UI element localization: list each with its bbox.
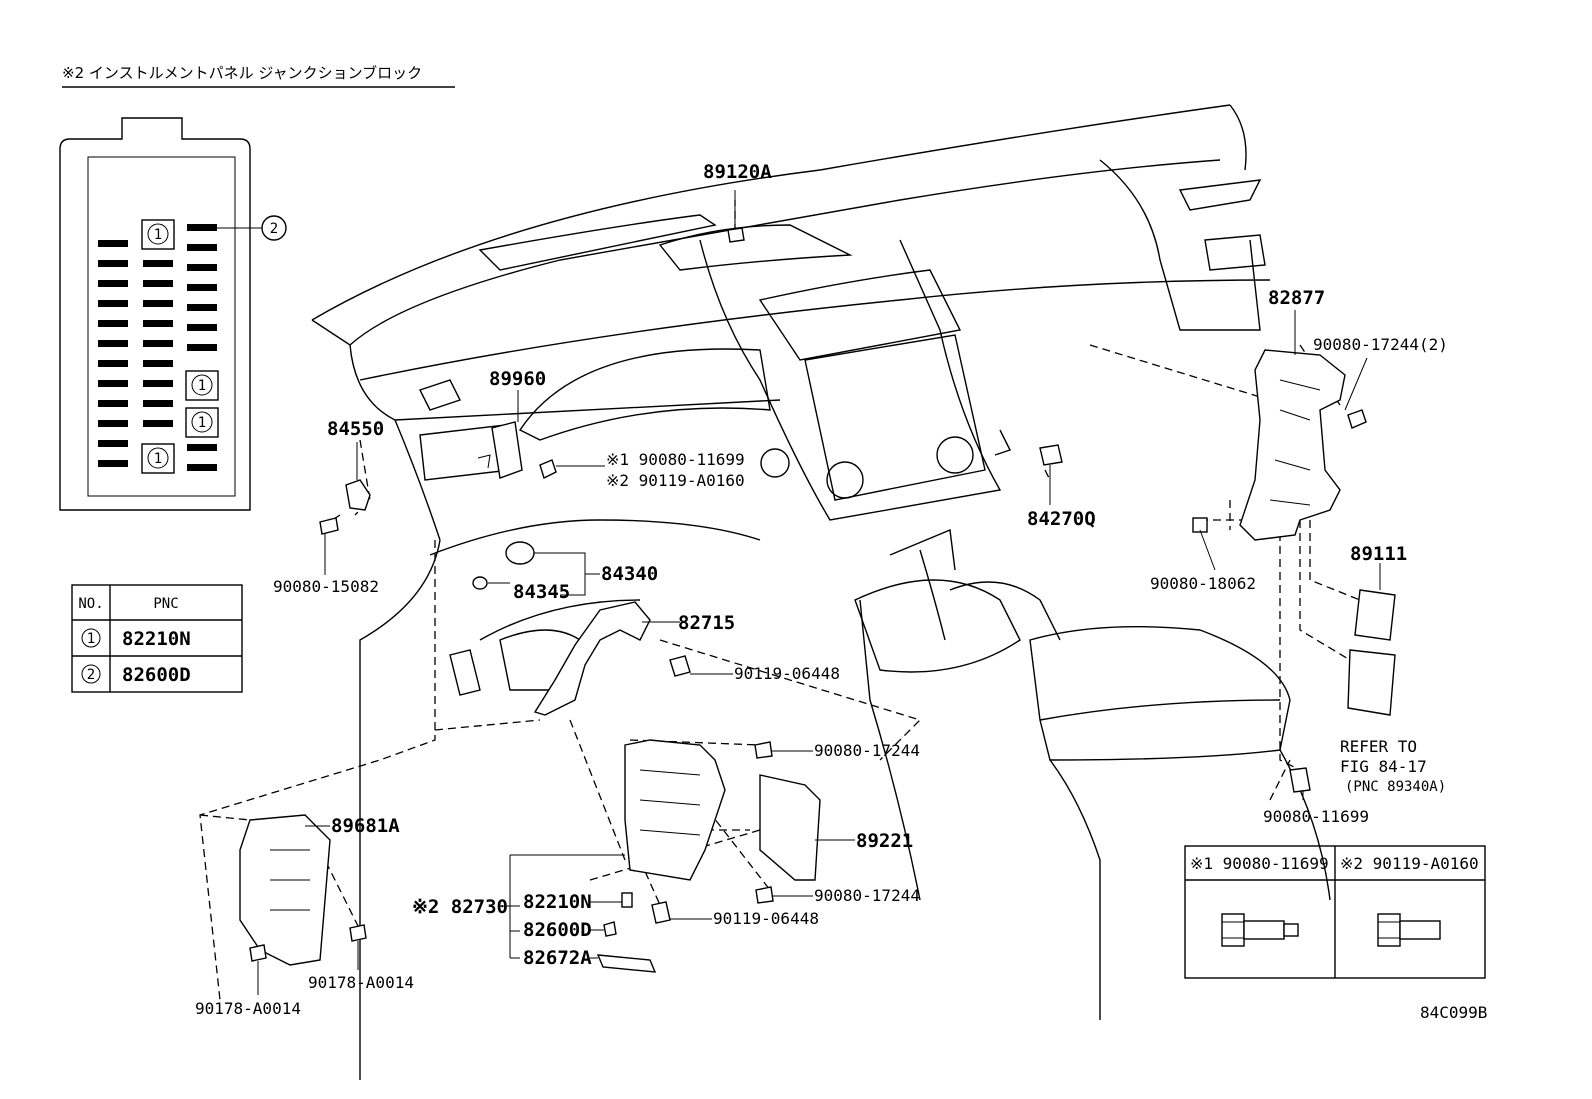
junction-block-illustration <box>59 117 262 511</box>
label-refer-fig: FIG 84-17 <box>1340 757 1427 776</box>
nut-90178-a0014-left-shape <box>249 944 267 962</box>
label-84550: 84550 <box>327 418 384 440</box>
label-90080-18062: 90080-18062 <box>1150 574 1256 593</box>
table-header-pnc: PNC <box>153 596 178 612</box>
bolt-table-col1-header: ※1 90080-11699 <box>1190 854 1329 873</box>
label-89681a: 89681A <box>331 815 400 837</box>
callout-marker-2: 2 <box>261 215 287 241</box>
fuse-marker-1a: 1 <box>141 219 175 250</box>
clip-89120a-shape <box>727 227 745 243</box>
bolt-90119-a0160-drawing <box>1377 913 1441 947</box>
label-90080-11699-right: 90080-11699 <box>1263 807 1369 826</box>
bolt-table-col2-header: ※2 90119-A0160 <box>1340 854 1479 873</box>
label-90119-06448-bottom: 90119-06448 <box>713 909 819 928</box>
fuse-marker-1c: 1 <box>185 407 219 438</box>
label-90178-a0014-right: 90178-A0014 <box>308 973 414 992</box>
table-row-pnc: 82600D <box>122 664 191 686</box>
label-82877: 82877 <box>1268 287 1325 309</box>
label-84345: 84345 <box>513 581 570 603</box>
label-84270q: 84270Q <box>1027 508 1096 530</box>
label-90080-17244-bottom: 90080-17244 <box>814 886 920 905</box>
bracket-82715-shape <box>533 601 651 716</box>
diagram-header: ※2 インストルメントパネル ジャンクションブロック <box>62 64 422 82</box>
table-header-no: NO. <box>78 596 103 612</box>
ecu-89221-shape <box>759 774 821 881</box>
cover-82672a-shape <box>596 954 657 973</box>
label-89221: 89221 <box>856 830 913 852</box>
bolt-90119-06448-bottom-shape <box>651 901 671 924</box>
table-row-pnc: 82210N <box>122 628 191 650</box>
label-refer-pnc: (PNC 89340A) <box>1345 779 1446 795</box>
label-82730: ※2 82730 <box>412 896 508 918</box>
bolt-90080-17244-right-shape <box>1347 409 1367 429</box>
nut-90080-17244-bottom-shape <box>755 886 774 904</box>
module-89111-shape <box>1354 589 1396 641</box>
switch-84340-shape <box>472 541 535 590</box>
svg-text:2: 2 <box>270 221 278 237</box>
module-89960-shape <box>477 421 523 479</box>
bolt-90080-11699-right-shape <box>1289 767 1311 793</box>
label-90080-17244-2: 90080-17244(2) <box>1313 335 1448 354</box>
label-89120a: 89120A <box>703 161 772 183</box>
instrument-panel-illustration <box>311 104 1331 1080</box>
svg-text:1: 1 <box>198 415 206 431</box>
module-89681a-shape <box>239 814 331 966</box>
label-90178-a0014-left: 90178-A0014 <box>195 999 301 1018</box>
svg-text:1: 1 <box>154 451 162 467</box>
label-82715: 82715 <box>678 612 735 634</box>
label-82600d: 82600D <box>523 919 592 941</box>
fuse-marker-1b: 1 <box>185 370 219 401</box>
bolt-90080-11699-drawing <box>1221 913 1299 947</box>
bracket-82877-shape <box>1239 349 1346 541</box>
pnc-table: NO. PNC 1 82210N 2 82600D <box>71 584 243 693</box>
label-82672a: 82672A <box>523 947 592 969</box>
label-82210n: 82210N <box>523 891 592 913</box>
junction-block-82730-shape <box>624 739 726 881</box>
label-90080-17244-top: 90080-17244 <box>814 741 920 760</box>
bolt-reference-table: ※1 90080-11699 ※2 90119-A0160 <box>1184 845 1486 979</box>
solid-leader-lines <box>257 190 1381 995</box>
sensor-84550-shape <box>345 479 371 511</box>
label-90080-11699-note1: ※1 90080-11699 <box>606 450 745 469</box>
fuse-marker-1d: 1 <box>141 443 175 474</box>
table-row-no: 2 <box>87 667 95 683</box>
bolt-90080-15082-shape <box>319 517 339 535</box>
label-90119-a0160-note2: ※2 90119-A0160 <box>606 471 745 490</box>
label-refer-to: REFER TO <box>1340 737 1417 756</box>
relay-82600d-shape <box>603 921 617 937</box>
nut-90178-a0014-right-shape <box>349 924 367 942</box>
label-89111: 89111 <box>1350 543 1407 565</box>
dashed-leader-lines <box>199 200 1361 1001</box>
bolt-90119-06448-top-shape <box>669 655 691 677</box>
label-89960: 89960 <box>489 368 546 390</box>
label-90080-15082: 90080-15082 <box>273 577 379 596</box>
clip-90080-18062-shape <box>1192 517 1208 533</box>
module-89340a-shape <box>1347 649 1396 716</box>
figure-code: 84C099B <box>1420 1003 1487 1022</box>
svg-text:1: 1 <box>154 227 162 243</box>
label-90119-06448-top: 90119-06448 <box>734 664 840 683</box>
screw-90080-11699-top-shape <box>539 459 557 479</box>
svg-text:1: 1 <box>198 378 206 394</box>
fuse-82210n-shape <box>621 892 633 908</box>
nut-90080-17244-top-shape <box>754 741 773 759</box>
table-row-no: 1 <box>87 631 95 647</box>
label-84340: 84340 <box>601 563 658 585</box>
connector-84270q-shape <box>1039 444 1063 466</box>
